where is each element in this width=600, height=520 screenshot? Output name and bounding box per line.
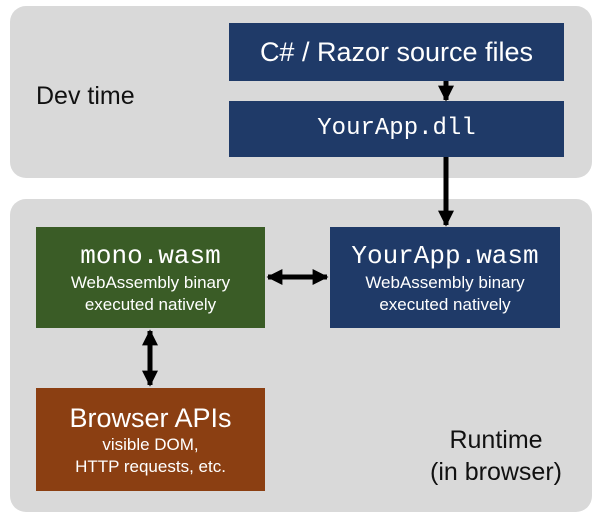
yourapp-wasm-desc-line1: WebAssembly binary bbox=[365, 272, 525, 292]
dll-title: YourApp.dll bbox=[317, 115, 476, 142]
runtime-label-line2: (in browser) bbox=[430, 458, 562, 486]
source-files-box: C# / Razor source files bbox=[229, 23, 564, 81]
dll-box: YourApp.dll bbox=[229, 101, 564, 157]
yourapp-wasm-title: YourApp.wasm bbox=[351, 240, 539, 271]
source-files-title: C# / Razor source files bbox=[259, 37, 534, 67]
mono-wasm-title: mono.wasm bbox=[80, 240, 221, 271]
browser-apis-desc-line2: HTTP requests, etc. bbox=[75, 456, 226, 476]
mono-wasm-desc-line1: WebAssembly binary bbox=[70, 272, 231, 292]
runtime-label: Runtime (in browser) bbox=[430, 424, 562, 488]
mono-wasm-box: mono.wasm WebAssembly binary executed na… bbox=[36, 227, 265, 328]
yourapp-wasm-box: YourApp.wasm WebAssembly binary executed… bbox=[330, 227, 560, 328]
dev-time-label: Dev time bbox=[36, 82, 135, 110]
browser-apis-desc-line1: visible DOM, bbox=[102, 434, 199, 454]
browser-apis-title: Browser APIs bbox=[69, 402, 232, 433]
browser-apis-box: Browser APIs visible DOM, HTTP requests,… bbox=[36, 388, 265, 491]
yourapp-wasm-desc-line2: executed natively bbox=[379, 294, 511, 314]
mono-wasm-desc-line2: executed natively bbox=[84, 294, 217, 314]
runtime-label-line1: Runtime bbox=[449, 426, 543, 454]
